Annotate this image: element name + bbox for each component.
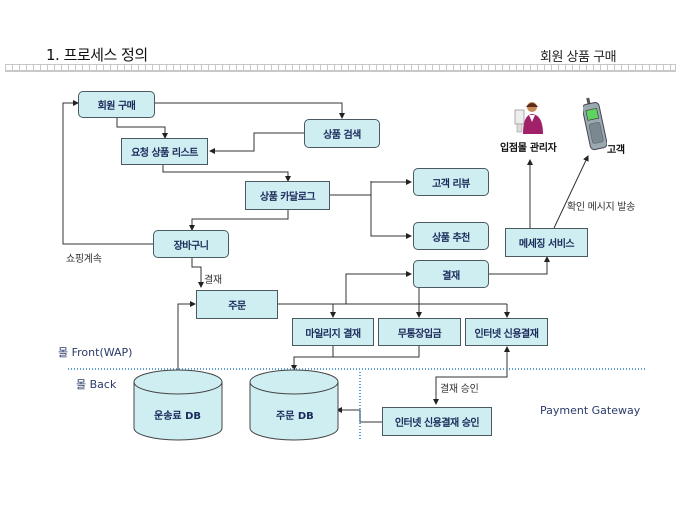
edge-catalog-to-review	[370, 179, 412, 185]
order-db-label: 주문 DB	[276, 411, 314, 422]
edge-list-to-catalog	[162, 164, 291, 182]
node-payment[interactable]: 결재	[413, 260, 489, 288]
shipping-fee-db	[133, 369, 223, 441]
mobile-phone-icon	[581, 97, 608, 157]
node-customer-review[interactable]: 고객 리뷰	[413, 168, 489, 196]
shipping-fee-db-label: 운송료 DB	[154, 411, 202, 422]
node-product-catalog[interactable]: 상품 카달로그	[245, 181, 330, 210]
actor-customer-label: 고객	[607, 145, 625, 156]
node-shopping-cart[interactable]: 장바구니	[153, 230, 229, 258]
edge-cart-to-order	[191, 258, 204, 288]
person-at-desk-icon	[513, 100, 547, 140]
node-mileage-payment[interactable]: 마일리지 결재	[292, 318, 374, 346]
node-order[interactable]: 주문	[196, 290, 278, 319]
node-bank-deposit[interactable]: 무통장입금	[378, 318, 461, 346]
edge-approval-to-credit	[435, 346, 510, 383]
edge-label-send-confirmation: 확인 메시지 발송	[567, 202, 636, 213]
order-db	[249, 369, 339, 441]
edge-payment-to-messaging	[489, 256, 550, 275]
node-product-search[interactable]: 상품 검색	[304, 119, 380, 148]
node-internet-credit-payment[interactable]: 인터넷 신용결재	[465, 318, 548, 346]
edge-order-to-payment	[278, 271, 412, 305]
edge-cart-to-member	[62, 100, 153, 245]
node-messaging-service[interactable]: 메세징 서비스	[505, 228, 588, 257]
edge-mileage-to-orderdb	[291, 345, 334, 371]
page-title: 1. 프로세스 정의	[46, 46, 148, 64]
edge-catalog-to-cart	[189, 210, 289, 231]
edge-shippingdb-to-order	[177, 301, 196, 375]
zone-back-label: 몰 Back	[76, 378, 117, 391]
edge-label-continue-shopping: 쇼핑계속	[66, 254, 102, 265]
node-requested-product-list[interactable]: 요청 상품 리스트	[121, 138, 208, 165]
header-grid-divider	[5, 64, 676, 72]
actor-mall-manager-label: 입점몰 관리자	[500, 143, 557, 154]
zone-front-label: 몰 Front(WAP)	[58, 346, 133, 359]
page-subtitle: 회원 상품 구매	[540, 50, 617, 65]
edge-catalog-to-recommend	[370, 181, 412, 239]
zone-gateway-label: Payment Gateway	[540, 404, 641, 417]
edge-messaging-to-customer	[553, 155, 589, 229]
edge-member-to-search	[155, 102, 345, 119]
edge-label-checkout: 결재	[204, 275, 222, 286]
edge-member-to-list	[116, 118, 168, 139]
node-internet-credit-approval[interactable]: 인터넷 신용결재 승인	[382, 407, 492, 436]
edge-label-payment-approval: 결재 승인	[440, 384, 479, 395]
node-product-recommendation[interactable]: 상품 추천	[413, 222, 489, 250]
edge-deposit-to-orderdb	[333, 345, 420, 358]
edge-approval-to-orderdb	[336, 407, 382, 423]
edge-search-to-list	[209, 132, 304, 154]
node-member-purchase[interactable]: 회원 구매	[78, 91, 155, 118]
